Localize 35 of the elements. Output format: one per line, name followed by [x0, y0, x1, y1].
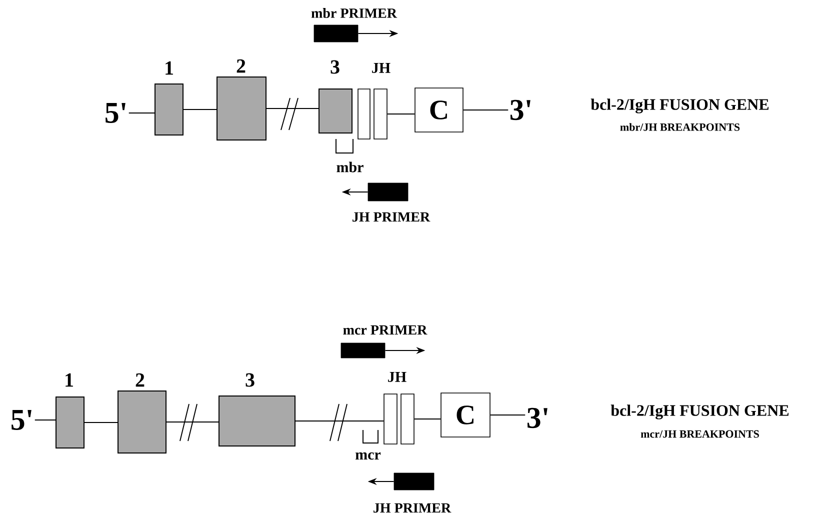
primer-label: JH PRIMER — [352, 212, 430, 222]
jh-segment-box — [374, 88, 388, 140]
exon-number: 1 — [166, 61, 173, 75]
gene-subtitle: mcr/JH BREAKPOINTS — [640, 430, 759, 438]
gene-line — [295, 420, 384, 422]
constant-region-box: C — [440, 392, 490, 438]
gene-subtitle: mbr/JH BREAKPOINTS — [620, 123, 740, 131]
constant-region-box: C — [414, 88, 464, 132]
gene-line — [266, 108, 319, 109]
exon-number: 1 — [66, 373, 73, 387]
exon-number: 3 — [330, 60, 340, 74]
gene-line — [84, 422, 118, 423]
jh-segment-box — [400, 394, 414, 444]
exon-number: 3 — [246, 373, 254, 387]
gene-line — [414, 418, 442, 420]
primer-label: mbr PRIMER — [311, 8, 398, 18]
five-prime-label: 5' — [106, 103, 126, 123]
gene-title: bcl-2/IgH FUSION GENE — [590, 98, 769, 114]
exon-number: 2 — [136, 373, 144, 387]
three-prime-label: 3' — [510, 100, 530, 120]
primer-label: mcr PRIMER — [343, 325, 428, 335]
jh-segment-box — [384, 394, 398, 444]
five-prime-label: 5' — [12, 410, 32, 430]
breakpoint-label: mcr — [356, 452, 381, 460]
segment-label: JH — [372, 63, 390, 73]
jh-segment-box — [358, 88, 370, 140]
segment-label: JH — [388, 372, 406, 382]
exon-number: 2 — [236, 59, 246, 73]
primer-label: JH PRIMER — [374, 503, 452, 513]
gene-line — [490, 414, 526, 416]
three-prime-label: 3' — [527, 408, 548, 428]
gene-line — [183, 109, 217, 110]
gene-line — [128, 112, 155, 114]
gene-title: bcl-2/IgH FUSION GENE — [610, 404, 789, 420]
breakpoint-label: mbr — [336, 162, 364, 172]
